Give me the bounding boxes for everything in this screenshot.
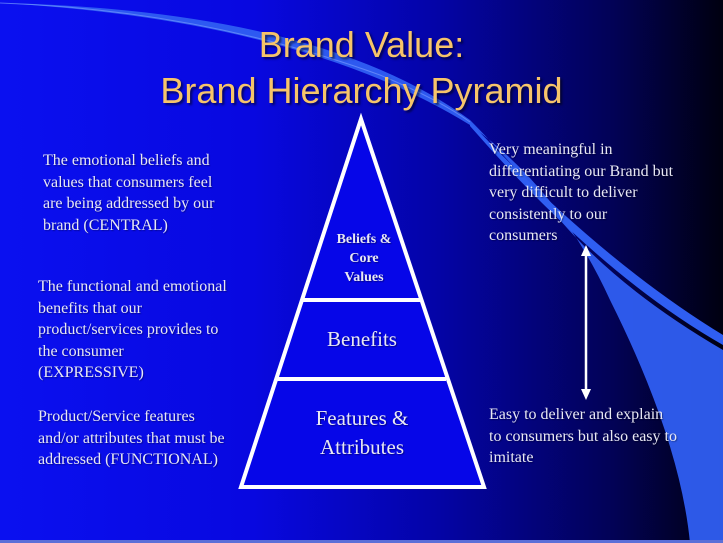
description-expressive: The functional and emotional benefits th… — [38, 278, 227, 381]
title-line-2: Brand Hierarchy Pyramid — [160, 70, 563, 111]
slide-title: Brand Value: Brand Hierarchy Pyramid — [0, 22, 723, 114]
title-line-1: Brand Value: — [258, 24, 465, 65]
pyramid-level-features: Features & Attributes — [315, 406, 409, 459]
pyramid-level-benefits: Benefits — [327, 327, 397, 351]
pyramid-shape — [238, 112, 487, 489]
pyramid-level-beliefs: Beliefs & Core Values — [336, 232, 392, 285]
slide-bottom-border — [0, 540, 723, 543]
description-hard-to-deliver: Very meaningful in differentiating our B… — [489, 141, 674, 244]
description-easy-to-deliver: Easy to deliver and explain to consumers… — [489, 406, 677, 466]
description-functional: Product/Service features and/or attribut… — [38, 408, 225, 468]
double-headed-arrow-icon — [581, 245, 591, 400]
description-central: The emotional beliefs and values that co… — [43, 152, 215, 234]
